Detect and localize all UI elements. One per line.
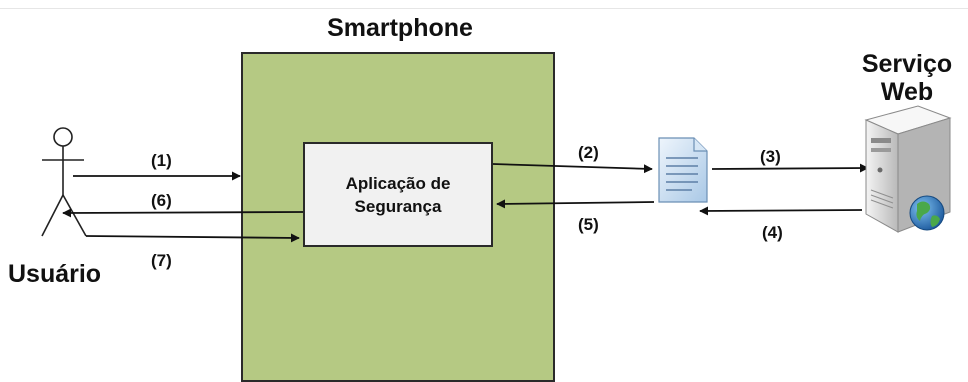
security-app-label: Aplicação de Segurança bbox=[346, 172, 451, 218]
user-title: Usuário bbox=[8, 260, 102, 288]
step-label-6: (6) bbox=[151, 191, 172, 210]
step-label-1: (1) bbox=[151, 151, 172, 170]
arrow-5 bbox=[496, 199, 655, 209]
security-app-label-line2: Segurança bbox=[354, 196, 442, 216]
step-label-3: (3) bbox=[760, 147, 781, 166]
step-label-4: (4) bbox=[762, 223, 783, 242]
web-service-title-line1: Serviço bbox=[861, 50, 953, 78]
security-app-box: Aplicação de Segurança bbox=[303, 142, 493, 247]
web-service-title-line2: Web bbox=[880, 78, 934, 106]
document-icon bbox=[658, 137, 708, 203]
top-divider bbox=[0, 8, 968, 9]
diagram-graphics bbox=[41, 105, 952, 243]
arrow-6 bbox=[62, 208, 304, 218]
step-label-2: (2) bbox=[578, 143, 599, 162]
arrow-3 bbox=[711, 163, 869, 173]
arrow-4 bbox=[699, 206, 863, 216]
web-service-title: Serviço Web bbox=[846, 50, 968, 106]
arrow-7 bbox=[85, 233, 300, 243]
step-label-7: (7) bbox=[151, 251, 172, 270]
security-app-label-line1: Aplicação de bbox=[345, 173, 451, 193]
stick-figure-icon bbox=[41, 127, 87, 237]
smartphone-title: Smartphone bbox=[327, 14, 473, 42]
step-label-5: (5) bbox=[578, 215, 599, 234]
server-globe-icon bbox=[864, 105, 952, 233]
arrow-2 bbox=[492, 163, 653, 174]
